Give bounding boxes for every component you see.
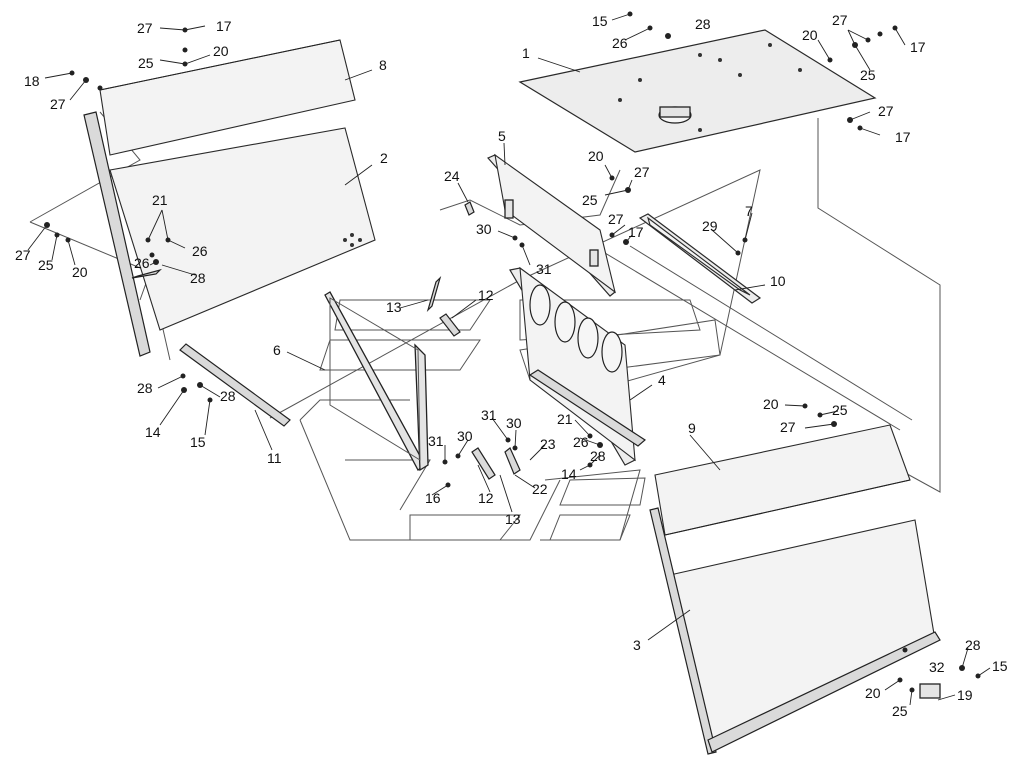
part-10-small-panel: [638, 213, 762, 304]
callout-20e: 20: [763, 396, 779, 412]
callout-27b: 27: [50, 96, 66, 112]
callout-27a: 27: [137, 20, 153, 36]
callout-17b: 17: [910, 39, 926, 55]
part-3-right-large-panel: [649, 507, 941, 755]
callout-26b: 26: [192, 243, 208, 259]
callout-28a: 28: [695, 16, 711, 32]
callout-2: 2: [380, 150, 388, 166]
callout-18: 18: [24, 73, 40, 89]
callout-13b: 13: [505, 511, 521, 527]
callout-14b: 14: [561, 466, 577, 482]
callout-28c: 28: [137, 380, 153, 396]
callout-26d: 26: [573, 434, 589, 450]
callout-23: 23: [540, 436, 556, 452]
callout-labels: 1 2 3 4 5 6 7 8 9 10 11 12 12 13 13 14 1…: [15, 12, 1008, 719]
callout-7: 7: [745, 203, 753, 219]
callout-6: 6: [273, 342, 281, 358]
callout-13a: 13: [386, 299, 402, 315]
callout-20d: 20: [72, 264, 88, 280]
callout-30a: 30: [476, 221, 492, 237]
part-11-lower-rail: [179, 343, 291, 427]
callout-25f: 25: [892, 703, 908, 719]
callout-14a: 14: [145, 424, 161, 440]
callout-20a: 20: [213, 43, 229, 59]
callout-16: 16: [425, 490, 441, 506]
callout-1: 1: [522, 45, 530, 61]
callout-27c: 27: [832, 12, 848, 28]
part-6-left-frame: [324, 291, 429, 472]
callout-25b: 25: [860, 67, 876, 83]
callout-31b: 31: [428, 433, 444, 449]
callout-15b: 15: [592, 13, 608, 29]
callout-27g: 27: [608, 211, 624, 227]
callout-15a: 15: [190, 434, 206, 450]
callout-21a: 21: [152, 192, 168, 208]
callout-31c: 31: [481, 407, 497, 423]
ghost-outlines: [29, 111, 941, 541]
callout-30b: 30: [457, 428, 473, 444]
callout-25d: 25: [38, 257, 54, 273]
callout-20f: 20: [865, 685, 881, 701]
callout-30c: 30: [506, 415, 522, 431]
callout-24: 24: [444, 168, 460, 184]
callout-17a: 17: [216, 18, 232, 34]
part-9-right-long-panel: [654, 424, 911, 536]
callout-20c: 20: [588, 148, 604, 164]
callout-27h: 27: [780, 419, 796, 435]
callout-25e: 25: [832, 402, 848, 418]
callout-27d: 27: [878, 103, 894, 119]
callout-28d: 28: [220, 388, 236, 404]
rods-12-13: [131, 201, 521, 480]
part-4-frame-with-circles: [509, 266, 646, 466]
callout-28b: 28: [190, 270, 206, 286]
callout-11: 11: [267, 450, 282, 466]
part-5-vertical-panel: [487, 153, 616, 297]
part-8-top-left-panel: [99, 39, 356, 156]
callout-25c: 25: [582, 192, 598, 208]
callout-26c: 26: [134, 255, 150, 271]
part-left-vertical-post: [83, 111, 151, 357]
callout-17c: 17: [895, 129, 911, 145]
callout-12a: 12: [478, 287, 494, 303]
callout-31a: 31: [536, 261, 552, 277]
part-2-left-side-panel: [109, 127, 376, 331]
callout-21b: 21: [557, 411, 573, 427]
callout-27f: 27: [15, 247, 31, 263]
callout-3: 3: [633, 637, 641, 653]
callout-27e: 27: [634, 164, 650, 180]
callout-12b: 12: [478, 490, 494, 506]
callout-29: 29: [702, 218, 718, 234]
callout-25a: 25: [138, 55, 154, 71]
callout-8: 8: [379, 57, 387, 73]
callout-4: 4: [658, 372, 666, 388]
callout-10: 10: [770, 273, 786, 289]
callout-26a: 26: [612, 35, 628, 51]
callout-19: 19: [957, 687, 973, 703]
callout-9: 9: [688, 420, 696, 436]
callout-20b: 20: [802, 27, 818, 43]
callout-32: 32: [929, 659, 945, 675]
callout-15c: 15: [992, 658, 1008, 674]
callout-5: 5: [498, 128, 506, 144]
callout-28e: 28: [590, 448, 606, 464]
leader-lines: [27, 13, 991, 706]
part-1-top-plate: [518, 29, 877, 153]
callout-17d: 17: [628, 224, 644, 240]
callout-22: 22: [532, 481, 548, 497]
callout-28f: 28: [965, 637, 981, 653]
